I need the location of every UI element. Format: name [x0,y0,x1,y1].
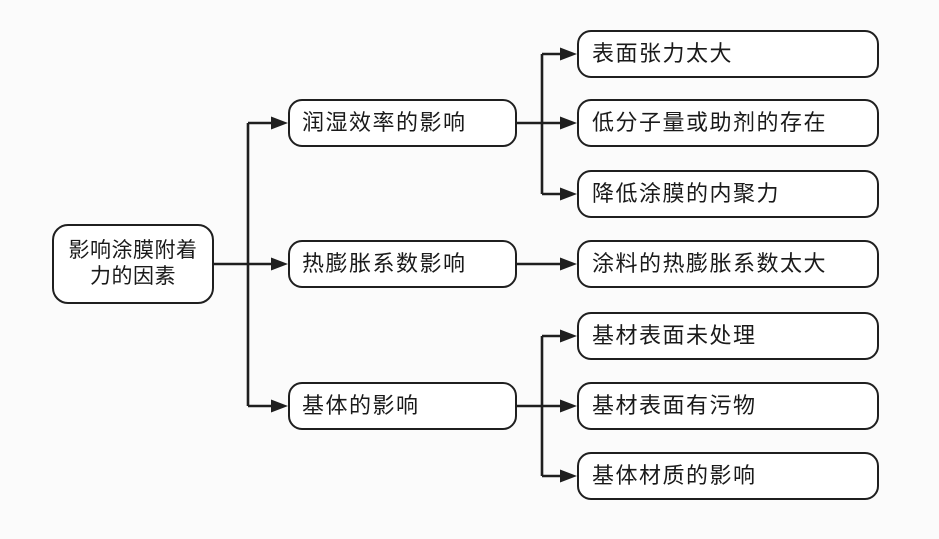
arrowhead-leaf4 [560,257,577,271]
node-root-line1: 影响涂膜附着 [68,238,198,262]
arrowhead-branch1 [271,116,288,130]
node-leaf-coating-expansion-too-large: 涂料的热膨胀系数太大 [577,240,879,288]
node-leaf-low-molecular-weight: 低分子量或助剂的存在 [577,99,879,147]
node-leaf-substrate-material: 基体材质的影响 [577,452,879,500]
node-leaf-surface-untreated: 基材表面未处理 [577,312,879,360]
node-branch-thermal-expansion: 热膨胀系数影响 [288,240,517,288]
arrowhead-branch2 [271,257,288,271]
arrowhead-leaf2 [560,116,577,130]
node-branch-label: 基体的影响 [302,393,420,419]
arrowhead-leaf5 [560,329,577,343]
node-leaf-label: 表面张力太大 [592,41,734,67]
arrowhead-leaf1 [560,47,577,61]
node-root-line2: 力的因素 [90,265,176,288]
node-branch-label: 润湿效率的影响 [302,110,467,136]
node-leaf-label: 低分子量或助剂的存在 [592,110,828,136]
node-branch-label: 热膨胀系数影响 [302,251,467,277]
node-root-factors: 影响涂膜附着 力的因素 [52,224,214,304]
arrowhead-branch3 [271,399,288,413]
arrowhead-leaf7 [560,469,577,483]
node-leaf-surface-contaminated: 基材表面有污物 [577,382,879,430]
node-leaf-label: 基材表面有污物 [592,393,757,419]
node-leaf-label: 涂料的热膨胀系数太大 [592,251,828,277]
node-leaf-reduced-cohesion: 降低涂膜的内聚力 [577,170,879,218]
arrowhead-leaf6 [560,399,577,413]
node-leaf-surface-tension: 表面张力太大 [577,30,879,78]
node-leaf-label: 基材表面未处理 [592,323,757,349]
node-leaf-label: 降低涂膜的内聚力 [592,181,781,207]
arrowhead-leaf3 [560,187,577,201]
node-branch-wetting-efficiency: 润湿效率的影响 [288,99,517,147]
node-branch-substrate: 基体的影响 [288,382,517,430]
arrowheads [271,47,577,483]
node-leaf-label: 基体材质的影响 [592,463,757,489]
